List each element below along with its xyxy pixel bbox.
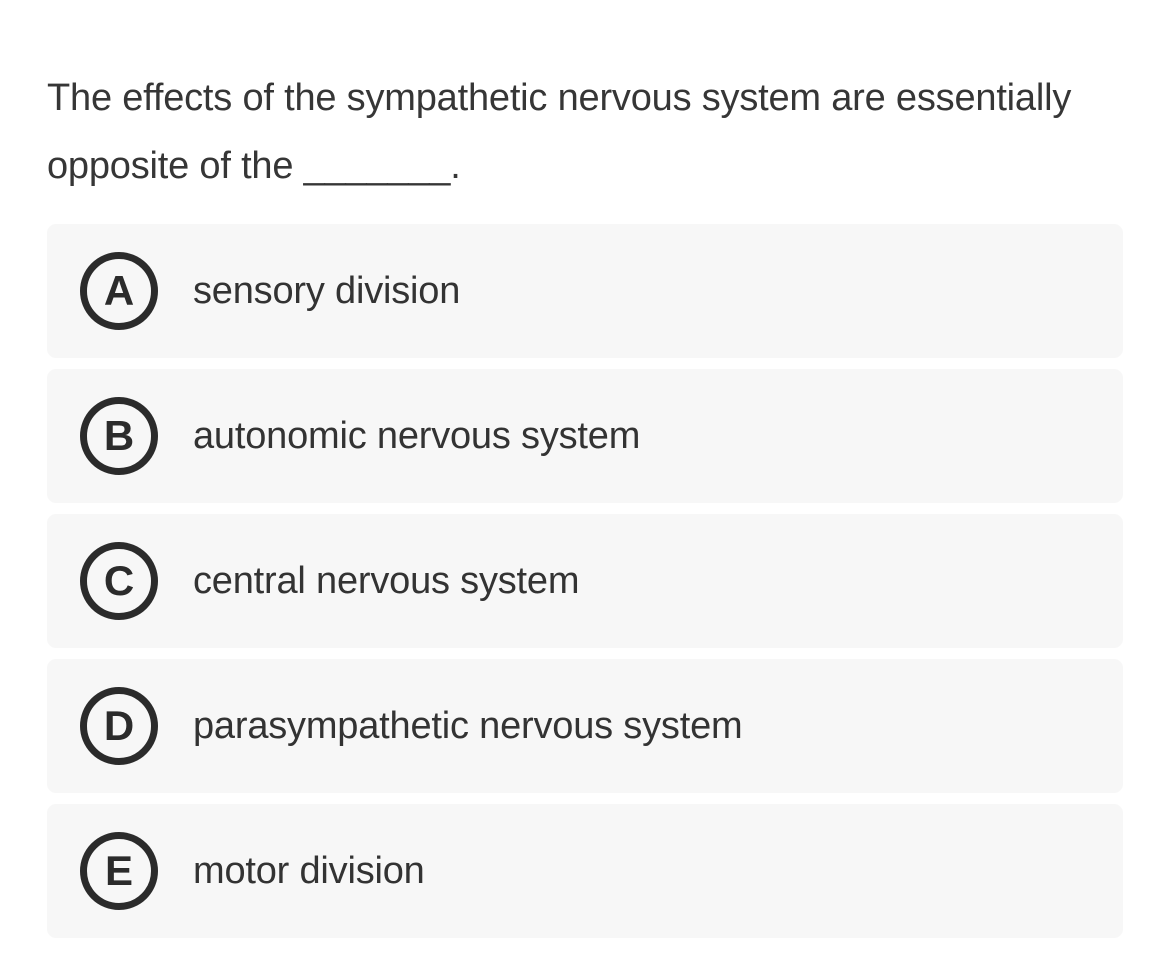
options-list: A sensory division B autonomic nervous s… xyxy=(47,224,1123,938)
quiz-page: The effects of the sympathetic nervous s… xyxy=(47,64,1123,938)
option-label: central nervous system xyxy=(193,559,580,602)
answer-option-a[interactable]: A sensory division xyxy=(47,224,1123,358)
option-letter-badge: C xyxy=(80,542,158,620)
answer-option-c[interactable]: C central nervous system xyxy=(47,514,1123,648)
question-text: The effects of the sympathetic nervous s… xyxy=(47,77,1072,187)
option-letter-badge: E xyxy=(80,832,158,910)
answer-option-b[interactable]: B autonomic nervous system xyxy=(47,369,1123,503)
option-letter-badge: B xyxy=(80,397,158,475)
answer-option-d[interactable]: D parasympathetic nervous system xyxy=(47,659,1123,793)
option-label: autonomic nervous system xyxy=(193,414,641,457)
answer-option-e[interactable]: E motor division xyxy=(47,804,1123,938)
option-letter-badge: A xyxy=(80,252,158,330)
option-label: parasympathetic nervous system xyxy=(193,704,743,747)
option-letter-badge: D xyxy=(80,687,158,765)
option-label: motor division xyxy=(193,849,425,892)
option-label: sensory division xyxy=(193,269,461,312)
